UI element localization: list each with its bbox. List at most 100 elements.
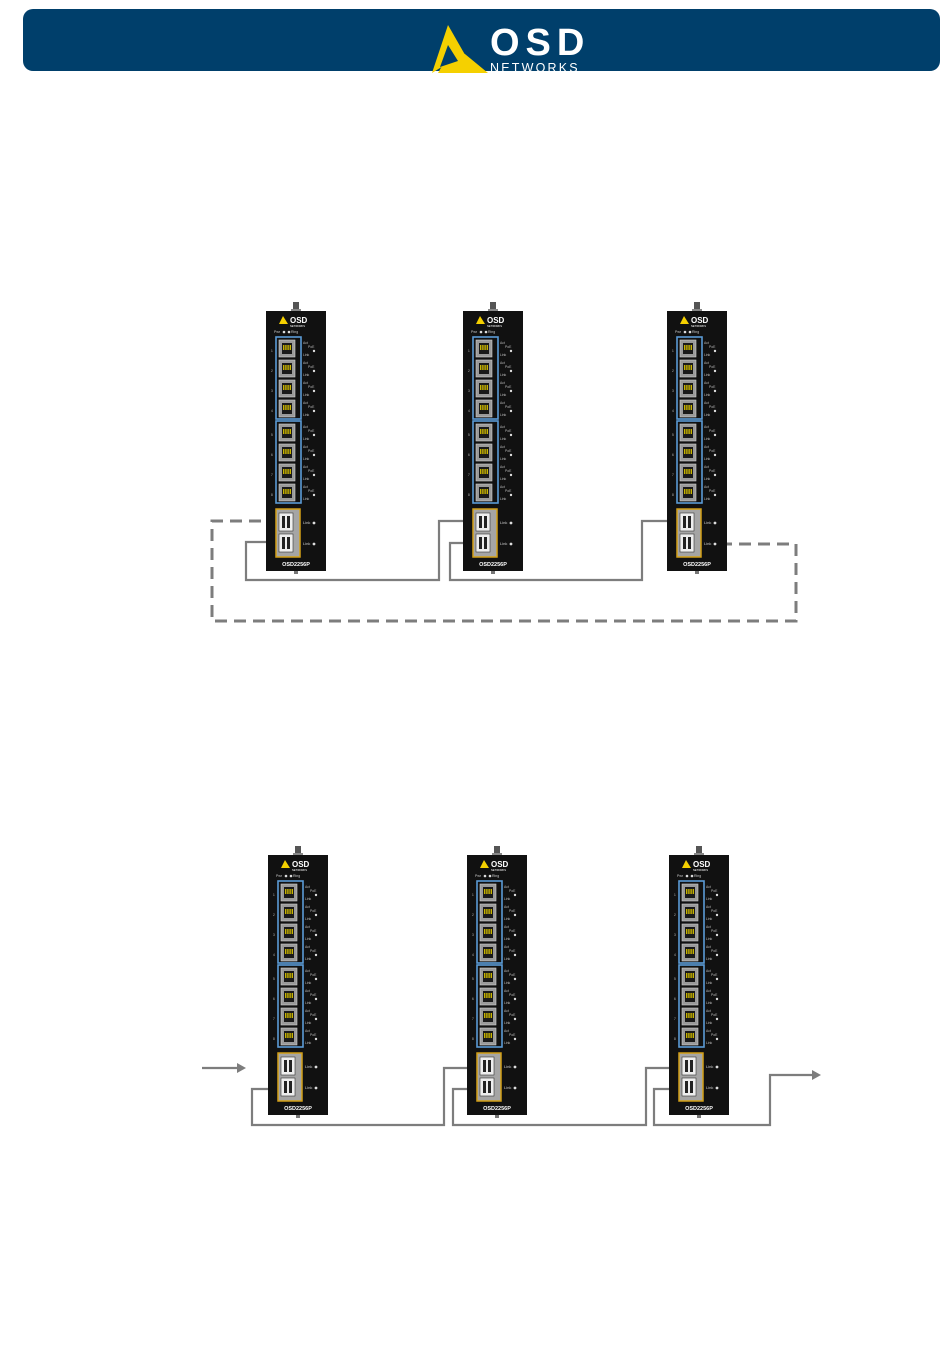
sfp-port	[475, 512, 491, 532]
svg-text:7: 7	[672, 473, 674, 477]
port-led	[513, 1017, 517, 1021]
rj45-port: 8	[472, 1027, 497, 1046]
port-led-act-label: Act	[303, 361, 308, 365]
sfp-led	[513, 1065, 517, 1069]
port-led-link-label: Link	[504, 1041, 511, 1045]
port-led-link-label: Link	[704, 413, 711, 417]
port-led-link-label: Link	[303, 373, 310, 377]
svg-text:5: 5	[472, 977, 474, 981]
port-led-link-label: Link	[500, 413, 507, 417]
port-led-poe-label: PoE	[505, 365, 512, 369]
port-led-poe-label: PoE	[505, 385, 512, 389]
switch-logo-sub: NETWORKS	[691, 324, 706, 328]
pwr-led-label: Pwr	[274, 330, 281, 334]
port-led-act-label: Act	[706, 989, 711, 993]
port-group-frame	[678, 880, 705, 964]
port-led	[509, 389, 513, 393]
sfp-port	[475, 533, 491, 553]
pwr-led-label: Pwr	[471, 330, 478, 334]
port-led-link-label: Link	[706, 897, 713, 901]
port-led-act-label: Act	[305, 1029, 310, 1033]
port-led-poe-label: PoE	[308, 385, 315, 389]
port-led-poe-label: PoE	[709, 489, 716, 493]
port-led-act-label: Act	[704, 485, 709, 489]
port-led-poe-label: PoE	[505, 429, 512, 433]
port-led-poe-label: PoE	[509, 1013, 516, 1017]
port-led	[314, 933, 318, 937]
port-led	[513, 997, 517, 1001]
svg-text:5: 5	[273, 977, 275, 981]
svg-text:1: 1	[674, 893, 676, 897]
rj45-port: 4	[472, 943, 497, 962]
rj45-port: 7	[468, 463, 493, 482]
pwr-led	[483, 874, 487, 878]
port-led	[314, 997, 318, 1001]
port-led-act-label: Act	[704, 465, 709, 469]
rj45-port: 5	[672, 423, 697, 442]
port-led	[312, 389, 316, 393]
rj45-port: 7	[273, 1007, 298, 1026]
svg-text:5: 5	[468, 433, 470, 437]
port-led-act-label: Act	[305, 969, 310, 973]
rj45-port: 1	[273, 883, 298, 902]
port-led-link-label: Link	[504, 917, 511, 921]
switch-top-connector	[696, 846, 702, 855]
port-led-act-label: Act	[500, 401, 505, 405]
rj45-port: 8	[674, 1027, 699, 1046]
port-led	[715, 893, 719, 897]
sfp-link-label: Link	[305, 1064, 312, 1069]
ring-link-2-3	[448, 519, 680, 582]
port-led-act-label: Act	[504, 945, 509, 949]
svg-text:8: 8	[674, 1037, 676, 1041]
port-led-link-label: Link	[305, 1001, 312, 1005]
port-led-link-label: Link	[504, 1021, 511, 1025]
port-led-link-label: Link	[500, 373, 507, 377]
port-led-act-label: Act	[500, 465, 505, 469]
sfp-port	[679, 512, 695, 532]
ring-redundant-link	[210, 519, 798, 623]
svg-text:4: 4	[672, 409, 674, 413]
rj45-port: 4	[271, 399, 296, 418]
port-led	[312, 433, 316, 437]
ring-led-label: Ring	[492, 874, 499, 878]
port-led-link-label: Link	[500, 477, 507, 481]
svg-text:7: 7	[273, 1017, 275, 1021]
sfp-led	[509, 521, 513, 525]
port-led-link-label: Link	[500, 457, 507, 461]
switch-logo-sub: NETWORKS	[693, 868, 708, 872]
port-led-link-label: Link	[706, 981, 713, 985]
rj45-port: 6	[273, 987, 298, 1006]
port-led-poe-label: PoE	[711, 993, 718, 997]
port-led-act-label: Act	[504, 885, 509, 889]
port-led-link-label: Link	[504, 981, 511, 985]
svg-text:2: 2	[273, 913, 275, 917]
port-led	[713, 493, 717, 497]
port-group-frame	[676, 336, 703, 420]
switch-logo-text: OSD	[491, 860, 509, 869]
sfp-led	[509, 542, 513, 546]
port-led-link-label: Link	[500, 353, 507, 357]
port-led-poe-label: PoE	[310, 949, 317, 953]
rj45-port: 4	[674, 943, 699, 962]
rj45-port: 7	[674, 1007, 699, 1026]
port-led-link-label: Link	[500, 497, 507, 501]
sfp-led	[314, 1065, 318, 1069]
port-group-frame	[476, 964, 503, 1048]
port-led-act-label: Act	[504, 969, 509, 973]
svg-text:2: 2	[672, 369, 674, 373]
switch-top-connector	[494, 846, 500, 855]
port-led	[715, 953, 719, 957]
port-led-act-label: Act	[305, 925, 310, 929]
rj45-port: 4	[273, 943, 298, 962]
port-led-poe-label: PoE	[509, 973, 516, 977]
rj45-port: 5	[472, 967, 497, 986]
logo-osd-text: OSD	[490, 22, 591, 64]
port-led	[715, 933, 719, 937]
port-led-poe-label: PoE	[505, 469, 512, 473]
port-led-act-label: Act	[500, 485, 505, 489]
port-led-link-label: Link	[706, 917, 713, 921]
port-led-act-label: Act	[704, 425, 709, 429]
